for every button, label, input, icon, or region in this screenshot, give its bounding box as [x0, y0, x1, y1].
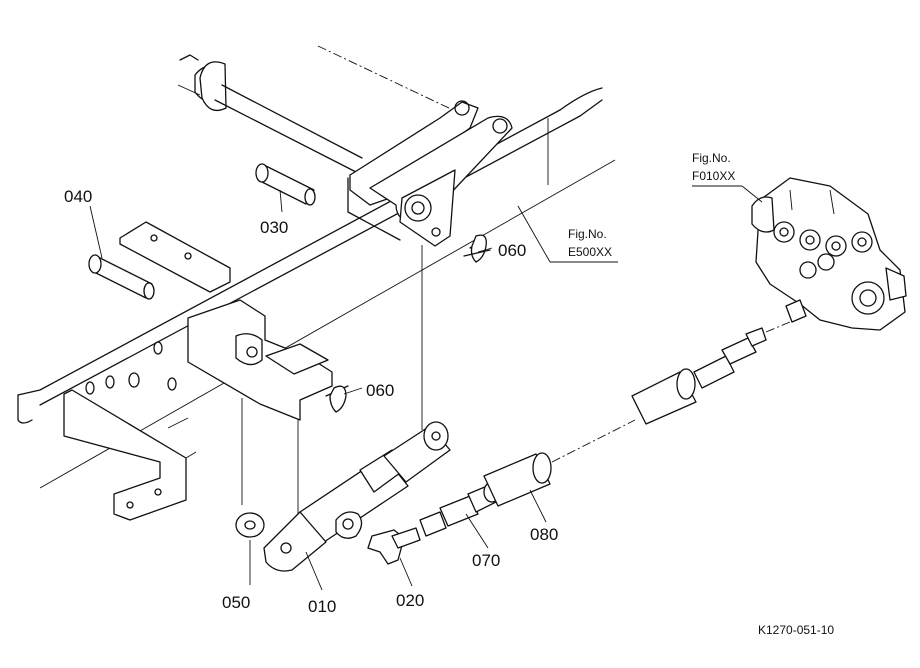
- label-050: 050: [222, 593, 250, 612]
- lift-arm-bracket: [347, 100, 513, 430]
- figure-code: K1270-051-10: [758, 623, 834, 637]
- upper-shaft: [177, 45, 471, 173]
- snap-pin-060-lower: [325, 385, 349, 413]
- label-070: 070: [472, 551, 500, 570]
- label-080: 080: [530, 525, 558, 544]
- label-040: 040: [64, 187, 92, 206]
- label-010: 010: [308, 597, 336, 616]
- rail-holes: [85, 341, 177, 395]
- hose-fitting-070: [419, 481, 501, 537]
- label-060-lower: 060: [366, 381, 394, 400]
- ref-f010-line2: F010XX: [692, 169, 735, 183]
- ref-e500-line2: E500XX: [568, 245, 612, 259]
- label-030: 030: [260, 218, 288, 237]
- pin-040: [88, 254, 155, 300]
- lower-left-bracket: [63, 389, 197, 521]
- snap-pin-060-upper: [463, 234, 491, 263]
- control-valve: [751, 177, 907, 331]
- mid-bracket: [187, 299, 333, 520]
- left-upper-bracket: [119, 221, 231, 293]
- cylinder-010: [263, 421, 451, 572]
- upper-hose: [631, 321, 791, 425]
- label-020: 020: [396, 591, 424, 610]
- part-leaders: [89, 189, 547, 591]
- ref-e500-line1: Fig.No.: [568, 227, 607, 241]
- washer-050: [235, 512, 265, 538]
- pin-030: [255, 163, 316, 206]
- hose-sleeve-080: [483, 419, 636, 507]
- reference-leaders: [517, 185, 763, 263]
- ref-f010-line1: Fig.No.: [692, 151, 731, 165]
- elbow-fitting-020: [367, 527, 421, 565]
- label-060-upper: 060: [498, 241, 526, 260]
